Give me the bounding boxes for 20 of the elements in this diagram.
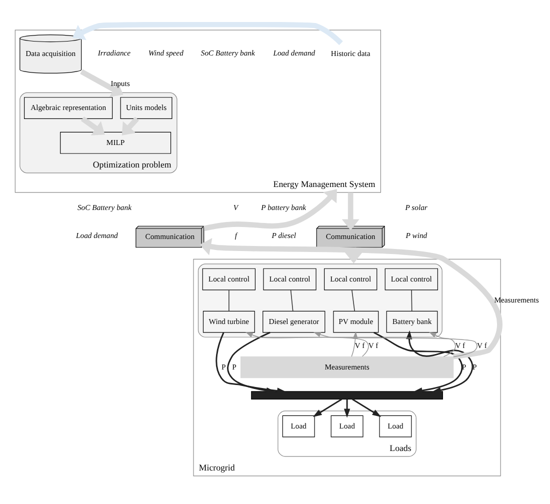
arrow <box>204 188 337 231</box>
node-bar <box>251 390 443 399</box>
arrow <box>406 330 474 393</box>
arrow <box>227 331 276 394</box>
arrow <box>200 238 502 359</box>
arrow <box>80 68 124 97</box>
arrow <box>122 116 140 135</box>
connector <box>411 289 412 311</box>
arrow <box>80 116 105 135</box>
connector <box>290 289 294 311</box>
arrow <box>344 398 350 418</box>
arrow <box>72 22 343 45</box>
connector <box>352 289 355 311</box>
arrow <box>374 331 463 394</box>
arrow <box>428 331 456 356</box>
arrow <box>312 398 342 416</box>
arrow <box>352 398 382 416</box>
arrow <box>216 332 286 394</box>
arrow <box>342 192 360 230</box>
connector <box>228 289 230 311</box>
